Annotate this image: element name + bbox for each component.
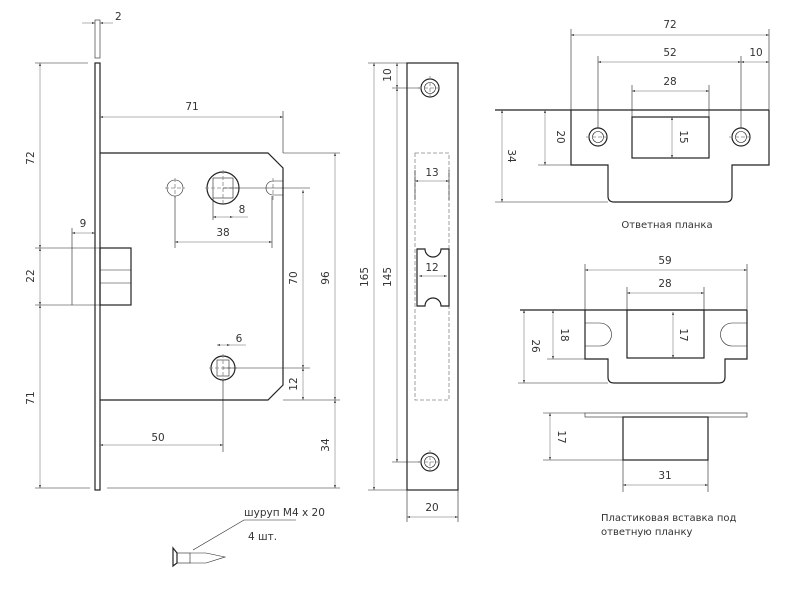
insert-caption-line1: Пластиковая вставка под: [601, 513, 736, 524]
dim-latch-height: 22: [25, 269, 37, 282]
faceplate-view: 165 145 10 13 12 20: [359, 62, 459, 522]
strike-2-slot: [720, 322, 747, 347]
dim-handle-to-cylinder: 70: [288, 271, 300, 284]
strike-plate-view: 72 52 10 28 15 20 34 Ответная планка: [495, 19, 770, 231]
dim-strike-2-width: 59: [658, 255, 671, 267]
lock-body-view: 2 71 72 22 71 9 8 38 70 96 6 12 34 50: [25, 11, 340, 491]
screw-quantity: 4 шт.: [248, 531, 277, 543]
lock-faceplate: [94, 62, 101, 491]
dimension-lines: [39, 22, 336, 488]
dim-faceplate-width: 20: [425, 502, 438, 514]
dim-strike-hole-edge: 10: [749, 47, 762, 59]
dim-insert-width: 31: [658, 470, 671, 482]
screw-view: шуруп М4 х 20 4 шт.: [172, 507, 325, 568]
dim-cutout-width: 13: [425, 167, 438, 179]
strike-plate-2-view: 59 28 17 18 26: [518, 255, 748, 384]
strike-screw-hole: [586, 127, 610, 147]
dim-strike-2-total-height: 26: [529, 339, 541, 353]
dim-strike-plate-height: 20: [554, 130, 566, 143]
dim-latch-projection: 9: [80, 218, 87, 230]
dim-strike-hole-spacing: 52: [663, 47, 676, 59]
latch-bolt: [99, 247, 132, 306]
dim-spindle-square: 8: [239, 204, 246, 216]
insert-caption-line2: ответную планку: [601, 527, 693, 538]
strike-plate-caption: Ответная планка: [621, 220, 712, 231]
dim-backset: 50: [151, 432, 164, 444]
dim-latch-to-bottom: 71: [25, 391, 37, 404]
fixing-slot: [265, 178, 283, 200]
dim-bottom-offset: 34: [320, 438, 332, 452]
dim-strike-2-plate-height: 18: [558, 328, 570, 341]
dim-insert-depth: 17: [555, 430, 567, 443]
plastic-insert-view: 17 31 Пластиковая вставка под ответную п…: [543, 412, 748, 538]
dim-backset-width: 71: [185, 101, 198, 113]
dim-hole-spacing: 38: [216, 227, 229, 239]
faceplate-screw-hole: [418, 76, 442, 100]
dim-faceplate-thickness: 2: [115, 11, 122, 23]
faceplate-cutout: [414, 152, 450, 401]
dim-faceplate-hole-offset: 10: [382, 68, 394, 81]
faceplate-screw-hole: [418, 450, 442, 474]
screw-icon: [172, 546, 227, 568]
lock-case: [100, 152, 284, 401]
strike-2-window: [626, 309, 705, 359]
faceplate-latch: [416, 248, 450, 307]
dim-latch-width: 12: [425, 262, 438, 274]
dim-strike-window-height: 15: [677, 130, 689, 143]
strike-window: [631, 116, 710, 159]
dim-strike-total-height: 34: [505, 149, 517, 163]
dim-strike-2-window-width: 28: [658, 278, 671, 290]
strike-screw-hole: [729, 127, 753, 147]
dim-strike-width: 72: [663, 19, 676, 31]
dim-cylinder-square: 6: [236, 333, 243, 345]
fixing-hole: [165, 178, 185, 198]
dim-strike-window-width: 28: [663, 76, 676, 88]
dim-strike-2-window-height: 17: [677, 328, 689, 341]
faceplate-thickness-section: [94, 19, 101, 59]
dim-faceplate-length: 165: [359, 267, 371, 287]
dim-faceplate-hole-spacing: 145: [382, 267, 394, 287]
strike-2-slot: [585, 322, 612, 347]
dim-body-height: 96: [320, 271, 332, 285]
screw-label: шуруп М4 х 20: [244, 507, 325, 519]
dim-cylinder-to-bottom: 12: [288, 377, 300, 390]
dim-top-to-latch: 72: [25, 151, 37, 164]
extension-lines: [35, 62, 340, 489]
